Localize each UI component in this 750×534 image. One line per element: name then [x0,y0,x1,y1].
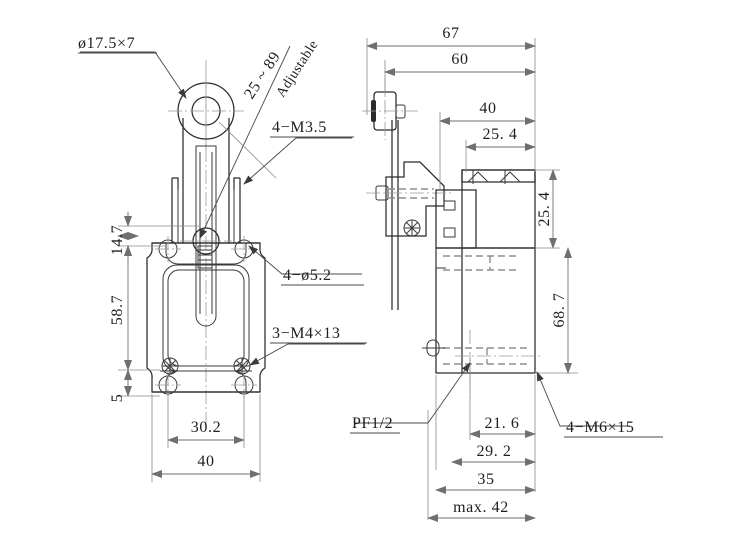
dim-body-height: 58.7 [109,295,126,325]
dim-overall-length: 67 [442,25,459,42]
note-underlines [78,52,663,438]
front-view-text: ø17.5×7 25 ~ 89 Adjustable 4−M3.5 4−ø5.2… [78,35,340,470]
dim-max-depth: max. 42 [453,499,509,516]
side-dimensions [366,38,578,522]
side-top-screws [466,170,522,184]
side-view-geometry [355,38,630,522]
side-leaders [355,362,630,427]
front-leaders [80,45,365,366]
dim-body-depth: 35 [477,471,494,488]
label-conduit: PF1/2 [352,415,393,432]
label-cover-screws: 3−M4×13 [272,325,340,342]
dim-hole-pitch-mid: 29. 2 [477,443,512,460]
label-base-screws: 4−M6×15 [566,419,634,436]
dim-bottom-offset: 5 [109,394,126,403]
label-mount-holes: 4−ø5.2 [283,267,332,284]
cover-screw-group [161,357,251,375]
label-adjustable: Adjustable [274,38,322,100]
label-head-screws: 4−M3.5 [272,119,327,136]
dim-top-offset: 14.7 [109,225,126,255]
label-roller-dia: ø17.5×7 [78,35,135,52]
dim-head-depth: 40 [479,100,496,117]
dim-hole-pitch-small: 21. 6 [485,415,520,432]
thread-detail [197,245,213,269]
dim-body-width: 40 [197,453,214,470]
dim-lever-length: 60 [451,51,468,68]
front-horizontal-dimensions [151,394,261,482]
dim-head-offset: 25. 4 [483,126,518,143]
front-vertical-dimensions [117,212,200,397]
dim-head-height: 25. 4 [536,192,553,227]
front-view-geometry [80,45,365,482]
dim-side-body-height: 68. 7 [551,293,568,328]
side-view-text: 67 60 40 25. 4 25. 4 68. 7 21. 6 29. 2 3… [352,25,634,516]
dim-hole-pitch: 30.2 [191,419,221,436]
